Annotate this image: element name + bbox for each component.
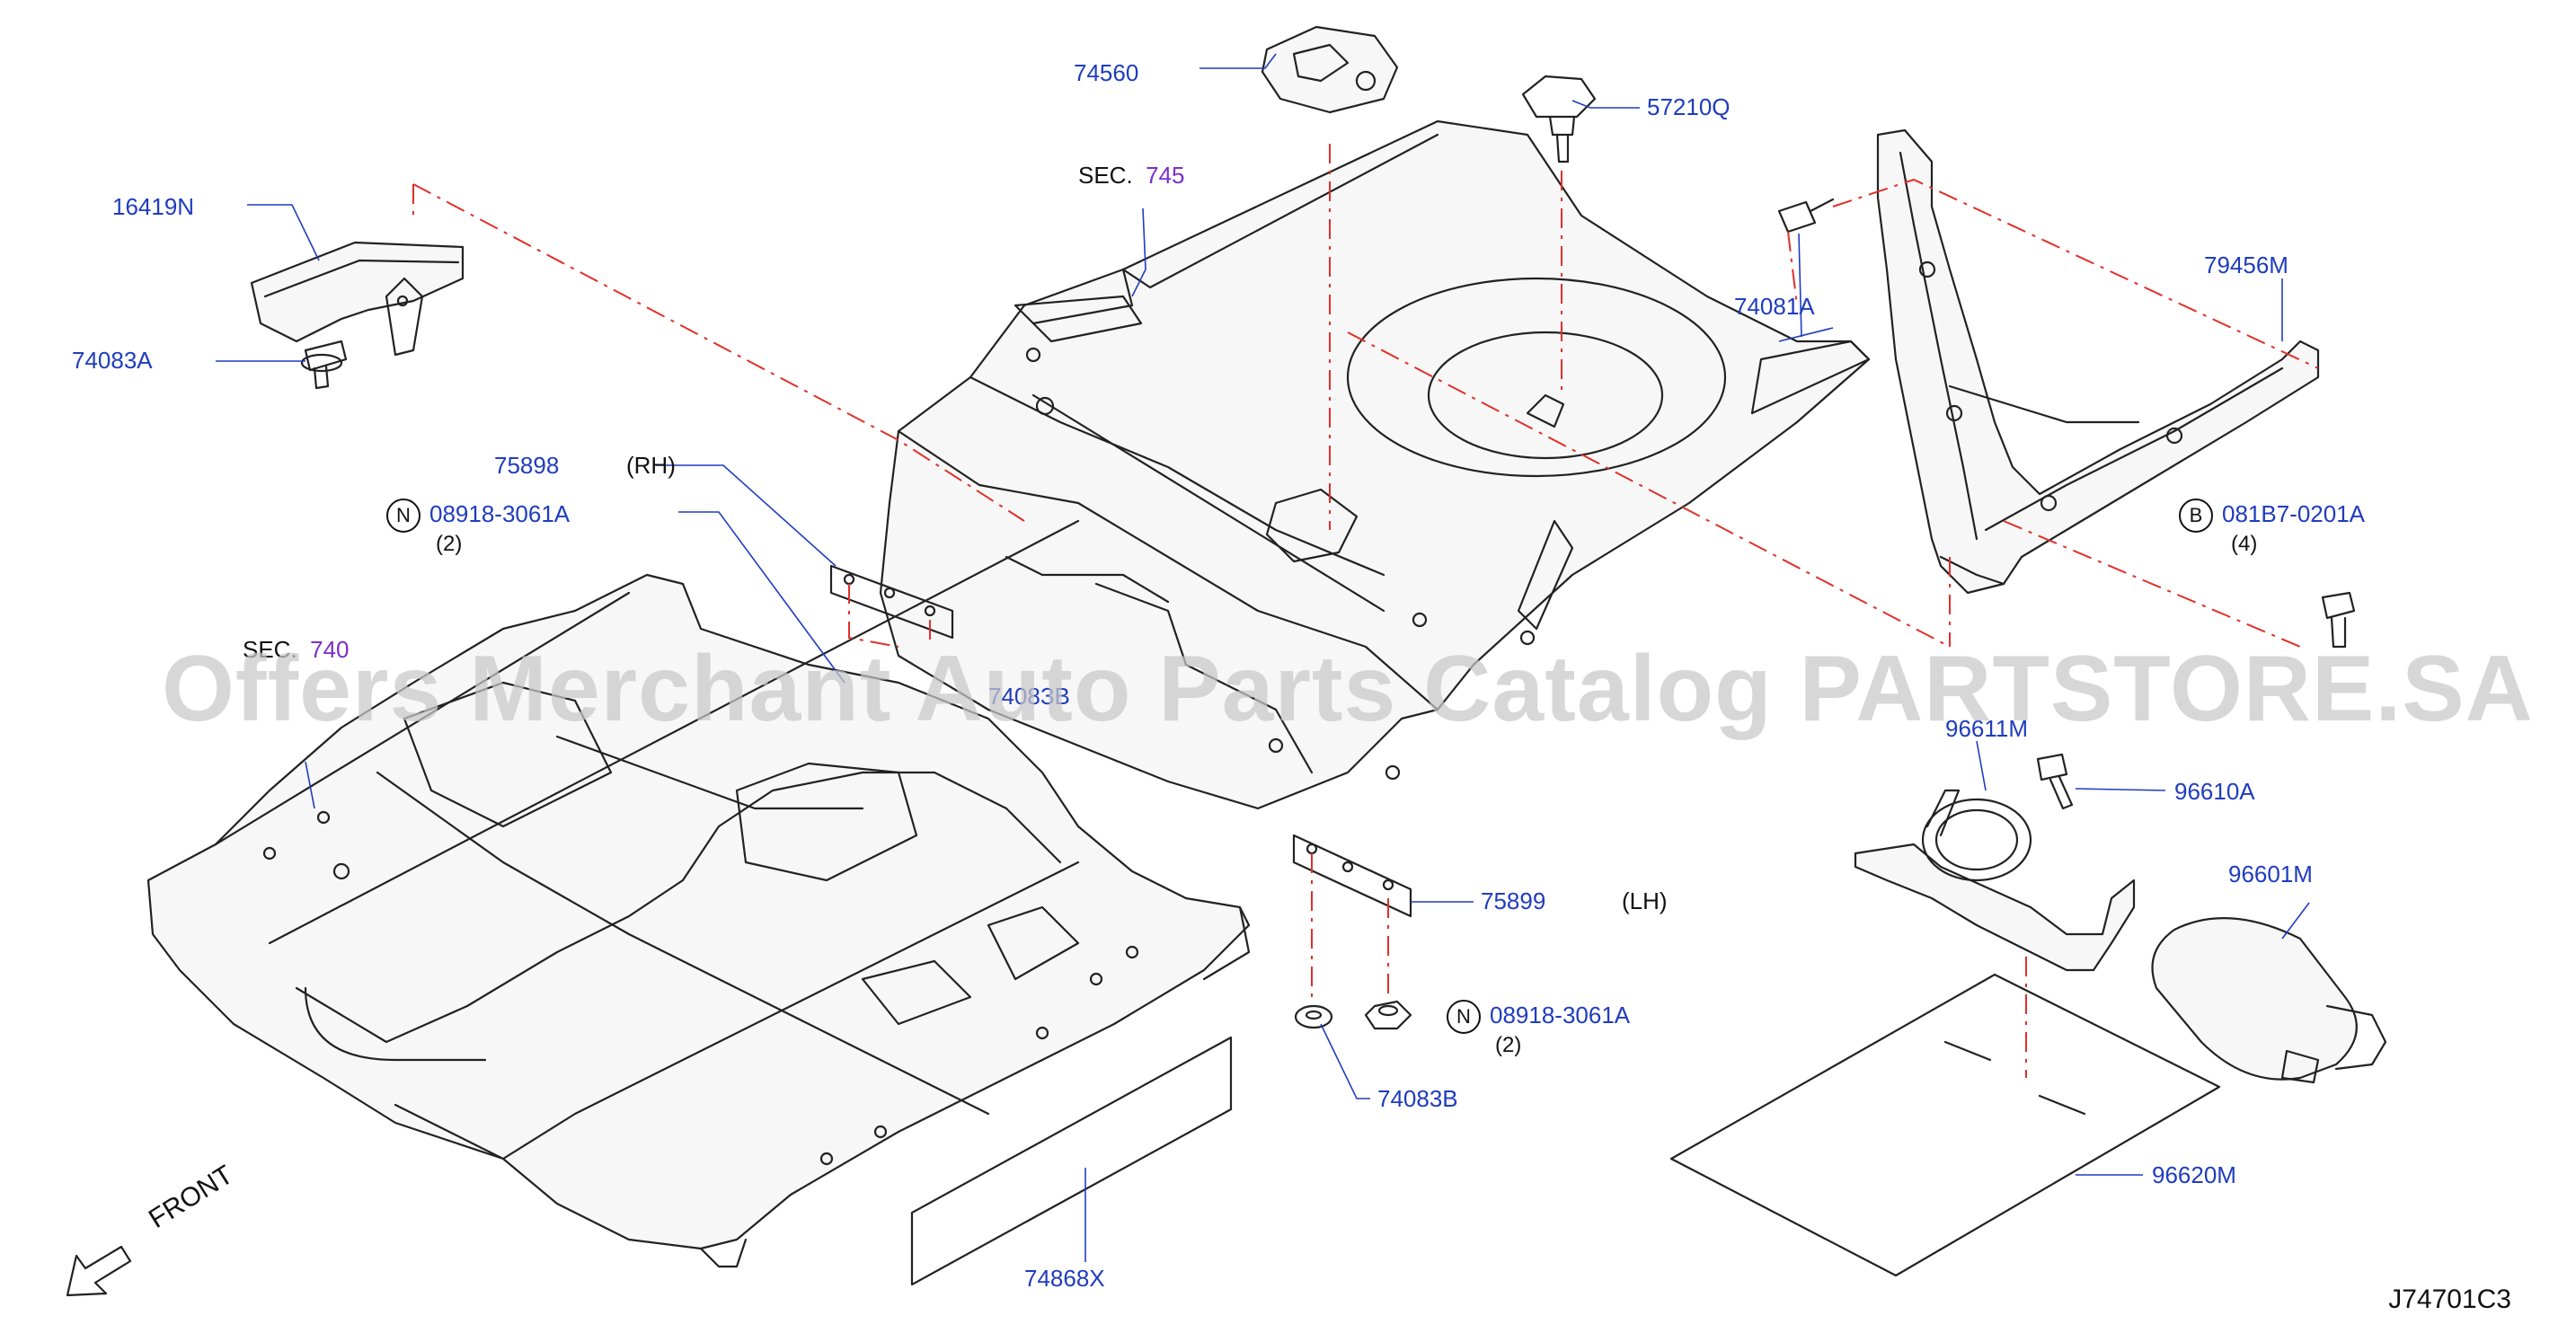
label-75899[interactable]: 75899 xyxy=(1481,887,1546,914)
n-badge-icon-bottom: N xyxy=(1447,1000,1481,1034)
label-16419n[interactable]: 16419N xyxy=(112,193,195,220)
plug-74560[interactable] xyxy=(1261,25,1399,114)
part-08918-3061a-top: 08918-3061A xyxy=(429,499,571,527)
label-74081a[interactable]: 74081A xyxy=(1734,293,1815,320)
label-75898[interactable]: 75898 xyxy=(494,452,560,479)
qty-081b7: (4) xyxy=(2231,532,2258,556)
label-74868x[interactable]: 74868X xyxy=(1024,1265,1105,1292)
label-96610a[interactable]: 96610A xyxy=(2174,778,2255,805)
leader-lines xyxy=(216,53,2310,1262)
label-74083b-partial[interactable]: 7408ЗВ xyxy=(988,683,1070,710)
mat-96620m[interactable] xyxy=(1669,973,2221,1277)
bolt-74083a[interactable] xyxy=(300,340,348,390)
label-rh: (RH) xyxy=(626,452,676,479)
sec-745-prefix: SEC. xyxy=(1078,162,1133,189)
bolt-96610a[interactable] xyxy=(2036,753,2074,810)
diagram-code: J74701C3 xyxy=(2388,1284,2511,1314)
label-96601m[interactable]: 96601M xyxy=(2228,861,2313,887)
part-081b7-0201a: 081B7-0201A xyxy=(2222,499,2366,527)
label-sec-740[interactable]: SEC. 740 xyxy=(243,638,350,661)
bolt-74081a[interactable] xyxy=(1777,198,1835,234)
label-08918-3061a-bottom[interactable]: N 08918-3061A xyxy=(1447,1000,1630,1034)
label-08918-3061a-top[interactable]: N 08918-3061A xyxy=(386,499,570,533)
extinguisher-96601m[interactable] xyxy=(2151,917,2387,1084)
bolt-081b7[interactable] xyxy=(2321,591,2356,649)
insulator-74868x[interactable] xyxy=(910,1036,1233,1286)
label-57210q[interactable]: 57210Q xyxy=(1647,93,1731,120)
sec-740-prefix: SEC. xyxy=(243,636,297,663)
label-96620m[interactable]: 96620M xyxy=(2152,1161,2236,1188)
label-081b7-0201a[interactable]: B 081B7-0201A xyxy=(2179,499,2365,533)
label-96611m[interactable]: 96611M xyxy=(1945,715,2029,742)
clip-74083b[interactable] xyxy=(1294,1004,1333,1029)
label-74083a[interactable]: 74083A xyxy=(72,347,153,374)
bracket-75899[interactable] xyxy=(1292,834,1412,918)
front-floor-panel[interactable] xyxy=(146,519,1251,1268)
label-74083b[interactable]: 74083B xyxy=(1377,1085,1458,1112)
front-arrow-icon xyxy=(66,1245,132,1297)
label-74560[interactable]: 74560 xyxy=(1074,59,1139,86)
bracket-16419n[interactable] xyxy=(250,241,465,357)
frame-79456m[interactable] xyxy=(1876,128,2320,595)
label-lh: (LH) xyxy=(1622,887,1668,914)
assembly-centerlines xyxy=(412,144,2319,1078)
part-08918-3061a-bottom: 08918-3061A xyxy=(1490,1001,1631,1028)
cap-57210q[interactable] xyxy=(1521,75,1597,163)
sec-745-number[interactable]: 745 xyxy=(1146,162,1185,189)
label-79456m[interactable]: 79456M xyxy=(2204,252,2288,278)
qty-bottom: (2) xyxy=(1495,1033,1522,1057)
bracket-96611m[interactable] xyxy=(1854,789,2136,972)
n-badge-icon: N xyxy=(386,499,420,533)
b-badge-icon: B xyxy=(2179,499,2213,533)
label-sec-745[interactable]: SEC. 745 xyxy=(1078,163,1185,187)
sec-740-number[interactable]: 740 xyxy=(310,636,350,663)
qty-top: (2) xyxy=(436,532,463,556)
nut-08918-3061a-lh[interactable] xyxy=(1364,1000,1412,1030)
rear-floor-panel[interactable] xyxy=(879,119,1871,810)
